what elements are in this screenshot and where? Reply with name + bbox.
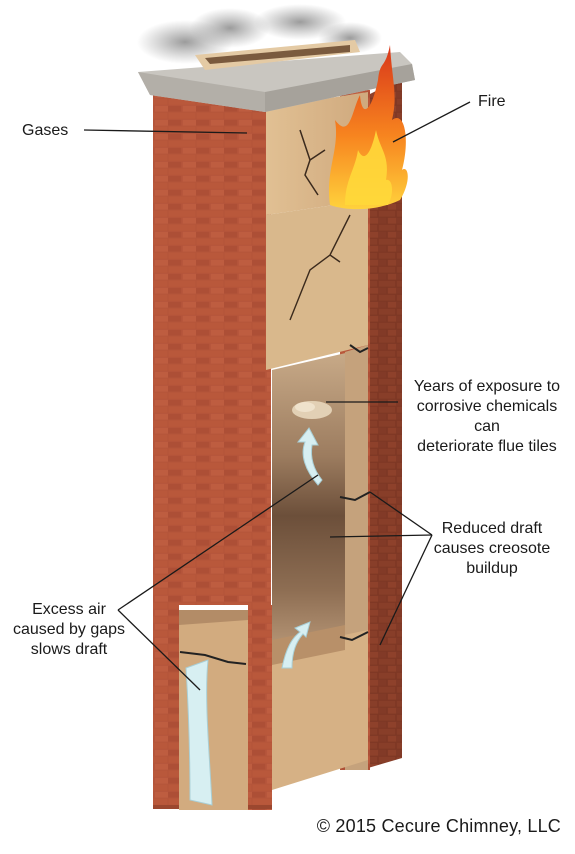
chimney-front-wall [153, 90, 271, 605]
label-gases: Gases [22, 122, 69, 139]
reduced-draft-leader-3 [379, 534, 433, 646]
label-deterioration-line1: Years of exposure to [413, 378, 561, 395]
airflow-arrows [185, 427, 323, 806]
label-deterioration-line3: deteriorate flue tiles [417, 438, 557, 455]
copyright-notice: © 2015 Cecure Chimney, LLC [316, 816, 561, 836]
label-deterioration-line2: corrosive chemicals can [416, 398, 558, 435]
chimney-cap [138, 40, 415, 112]
label-reduced-draft-line1: Reduced draft [441, 520, 543, 537]
excess-air-leader-2 [117, 609, 201, 691]
excess-air-leader-1 [117, 474, 319, 611]
reduced-draft-leader-2 [329, 534, 433, 538]
flue-liner-cutaway [179, 92, 371, 810]
chimney-side-wall [368, 78, 402, 768]
label-excess-air: Excess air caused by gaps slows draft [10, 600, 128, 660]
smoke-gases [137, 4, 382, 99]
label-deterioration: Years of exposure to corrosive chemicals… [402, 377, 572, 457]
label-excess-air-line2: caused by gaps [12, 621, 126, 638]
fire-icon [328, 45, 408, 210]
leader-lines [83, 101, 471, 691]
label-reduced-draft: Reduced draft causes creosote buildup [432, 519, 552, 579]
reduced-draft-leader-1 [369, 491, 433, 536]
fire-leader [392, 101, 471, 143]
label-reduced-draft-line2: causes creosote [433, 540, 551, 557]
gases-leader [83, 129, 248, 134]
label-reduced-draft-line3: buildup [466, 560, 518, 577]
label-excess-air-line1: Excess air [32, 601, 106, 618]
label-fire: Fire [478, 93, 506, 110]
label-excess-air-line3: slows draft [30, 641, 108, 658]
